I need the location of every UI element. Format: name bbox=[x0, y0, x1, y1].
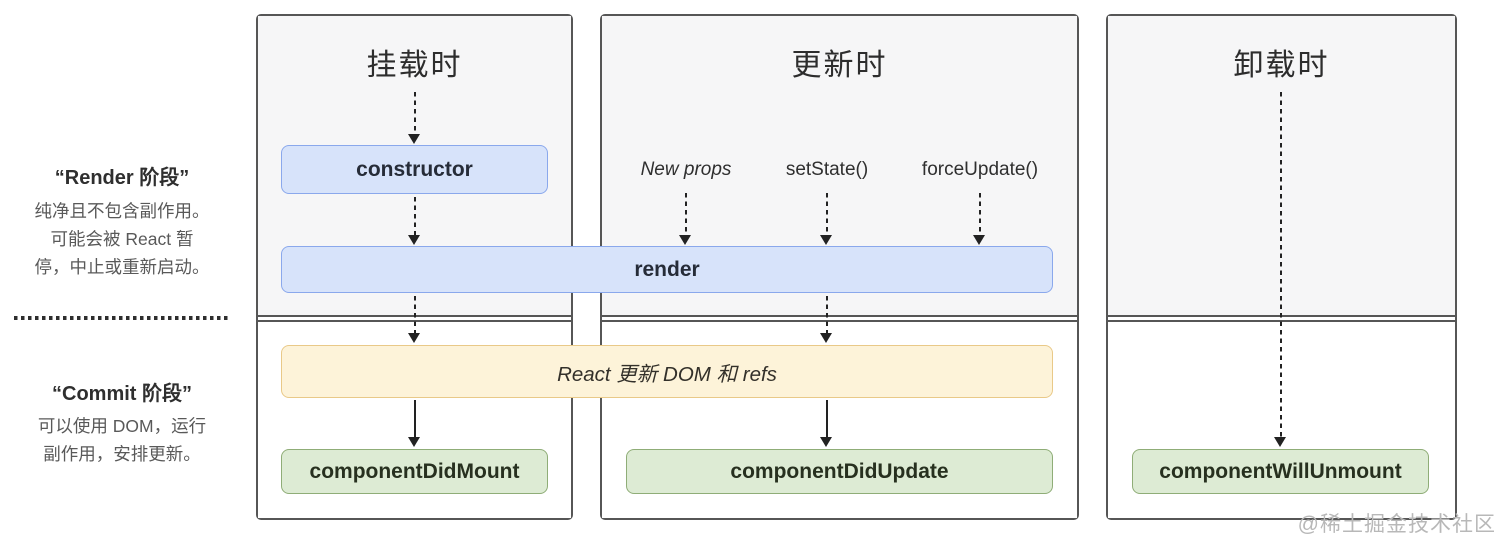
commit-desc-line-2: 副作用，安排更新。 bbox=[43, 444, 201, 464]
arrow-unmounting-to-will-unmount bbox=[1274, 92, 1287, 447]
trigger-force-update: forceUpdate() bbox=[921, 159, 1039, 180]
node-component-will-unmount: componentWillUnmount bbox=[1132, 449, 1429, 494]
node-react-updates-dom-refs: React 更新 DOM 和 refs bbox=[281, 345, 1053, 398]
arrow-render-to-dom-update-updating bbox=[820, 296, 833, 343]
column-header-unmounting: 卸载时 bbox=[1233, 49, 1330, 82]
trigger-new-props: New props bbox=[640, 159, 732, 180]
node-component-did-update: componentDidUpdate bbox=[626, 449, 1053, 494]
node-constructor: constructor bbox=[281, 145, 548, 194]
arrow-set-state-to-render bbox=[820, 193, 833, 245]
arrow-force-update-to-render bbox=[973, 193, 986, 245]
column-header-mounting: 挂载时 bbox=[366, 49, 463, 82]
arrow-constructor-to-render bbox=[408, 197, 421, 245]
arrow-dom-update-to-did-mount bbox=[408, 400, 421, 447]
render-desc-line-1: 纯净且不包含副作用。 bbox=[34, 201, 210, 221]
commit-phase-description: 可以使用 DOM，运行 副作用，安排更新。 bbox=[10, 412, 234, 468]
render-desc-line-2: 可能会被 React 暂 bbox=[50, 229, 194, 249]
unmounting-render-phase-area: 卸载时 bbox=[1108, 16, 1455, 317]
column-unmounting: 卸载时 bbox=[1106, 14, 1457, 520]
arrow-dom-update-to-did-update bbox=[820, 400, 833, 447]
trigger-set-state: setState() bbox=[785, 159, 869, 180]
commit-phase-title: “Commit 阶段” bbox=[52, 383, 192, 405]
node-render: render bbox=[281, 246, 1053, 293]
juejin-watermark: @稀土掘金技术社区 bbox=[1297, 513, 1496, 536]
arrow-new-props-to-render bbox=[679, 193, 692, 245]
arrow-render-to-dom-update-mounting bbox=[408, 296, 421, 343]
phase-divider bbox=[14, 316, 228, 320]
arrow-mounting-to-constructor bbox=[408, 92, 421, 144]
column-header-updating: 更新时 bbox=[791, 49, 888, 82]
commit-desc-line-1: 可以使用 DOM，运行 bbox=[37, 416, 207, 436]
render-desc-line-3: 停，中止或重新启动。 bbox=[34, 257, 210, 277]
render-phase-title: “Render 阶段” bbox=[54, 167, 190, 189]
node-component-did-mount: componentDidMount bbox=[281, 449, 548, 494]
render-phase-description: 纯净且不包含副作用。 可能会被 React 暂 停，中止或重新启动。 bbox=[10, 197, 234, 281]
